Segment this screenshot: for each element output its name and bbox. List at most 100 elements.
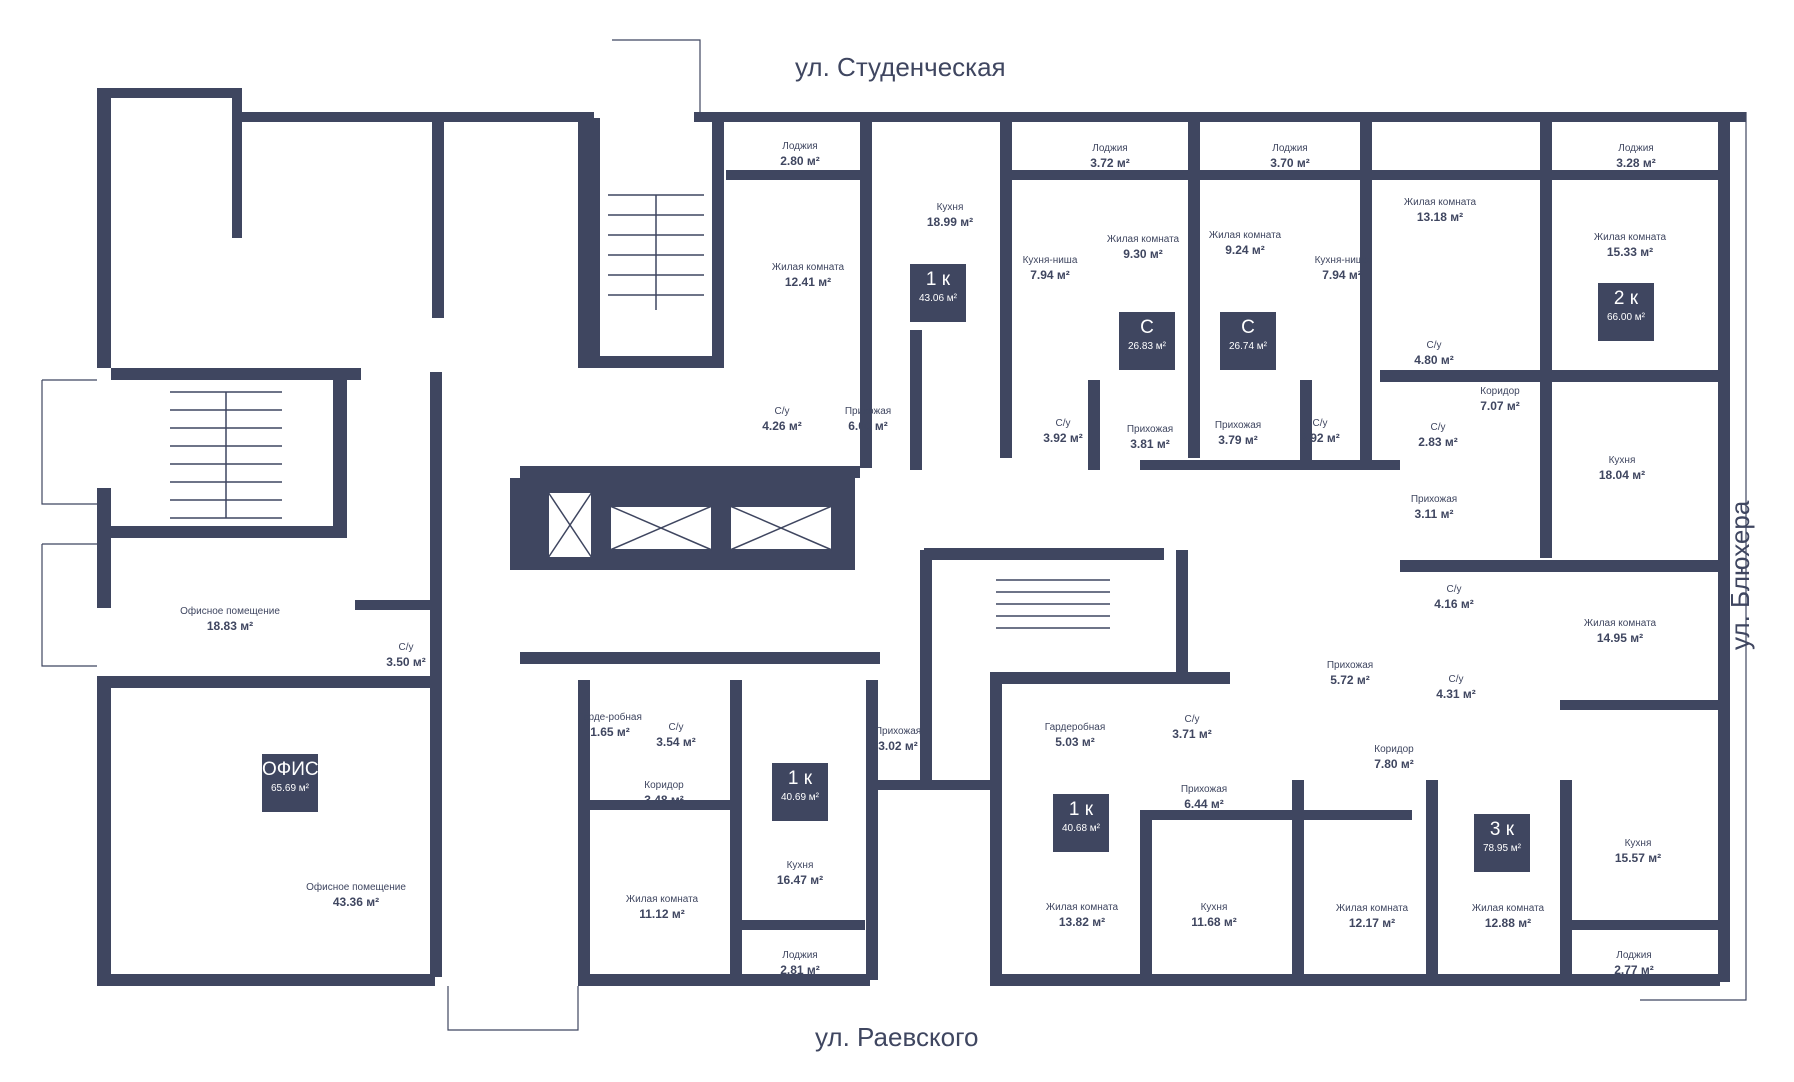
wall-s-loggia-a: [735, 920, 865, 930]
apartment-badge-1k-bm[interactable]: 1 к 40.68: [1053, 794, 1109, 852]
apartment-badge-1k-top[interactable]: 1 к 43.06: [910, 264, 966, 322]
wall-corridor-north-b: [1140, 460, 1400, 470]
wall-stair1-west: [588, 118, 600, 368]
street-frame-lines: [41, 39, 1747, 1031]
wall-stair-left-v: [333, 368, 347, 538]
wall-west-mid: [97, 488, 111, 608]
wall-col-b: [1000, 118, 1012, 458]
wall-apt-e-mid: [1560, 700, 1720, 710]
east-frame-line: [1640, 112, 1747, 1001]
apartment-type: 2 к: [1613, 288, 1639, 309]
apartment-area: 26.83: [1119, 339, 1175, 355]
apartment-badge-c-left[interactable]: С 26.83: [1119, 312, 1175, 370]
north-entry-frame: [612, 39, 701, 112]
wall-s-h-c: [1152, 810, 1412, 820]
wall-bottom-b: [578, 974, 870, 986]
apartment-type: ОФИС: [262, 759, 319, 780]
apartment-area: 40.68: [1053, 821, 1109, 837]
apartment-badge-c-right[interactable]: С 26.74: [1220, 312, 1276, 370]
apartment-area: 26.74: [1220, 339, 1276, 355]
wall-s-col-g: [1560, 780, 1572, 980]
wall-col-g: [1088, 380, 1100, 470]
wall-office-v3: [578, 118, 590, 368]
wall-bottom-c: [990, 974, 1720, 986]
apartment-type: С: [1140, 317, 1154, 338]
apartment-badge-ofis[interactable]: ОФИС 65.69: [262, 754, 319, 812]
wall-col-a: [860, 118, 872, 468]
wall-west-upper: [97, 88, 111, 368]
wall-office-v1: [432, 118, 444, 318]
wall-stair1-bottom: [588, 356, 724, 368]
wall-office-v4: [578, 680, 590, 980]
apartment-badge-3k[interactable]: 3 к 78.95: [1474, 814, 1530, 872]
apartment-badge-2k[interactable]: 2 к 66.00: [1598, 283, 1654, 341]
west-entry-frame: [41, 379, 97, 667]
street-label-south: ул. Раевского: [815, 1022, 979, 1052]
wall-west-lower: [97, 676, 111, 986]
wall-stair2-east: [1176, 550, 1188, 680]
apartment-area: 40.69: [772, 790, 828, 806]
wall-layer: [97, 88, 1746, 986]
wall-corridor-north-a: [520, 466, 860, 478]
elevator-cross-1: [547, 491, 833, 559]
wall-corridor-south-a: [520, 652, 880, 664]
wall-s-h-b: [870, 780, 990, 790]
wall-loggia-row-d: [1550, 170, 1722, 180]
apartment-area: 66.00: [1598, 310, 1654, 326]
wall-east: [1718, 112, 1730, 982]
apartment-badge-1k-bl[interactable]: 1 к 40.69: [772, 763, 828, 821]
wall-loggia-row-c: [1380, 170, 1550, 180]
wall-loggia-row-b: [1010, 170, 1380, 180]
wall-col-c: [1188, 118, 1200, 458]
street-label-north: ул. Студенческая: [795, 52, 1006, 82]
